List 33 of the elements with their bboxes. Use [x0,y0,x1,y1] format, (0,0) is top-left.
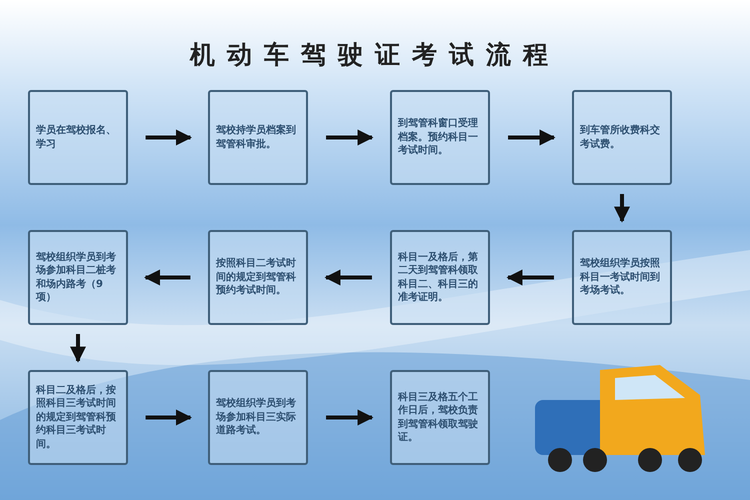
process-box [28,370,128,465]
process-box [208,370,308,465]
process-box [208,90,308,185]
arrow [146,130,192,146]
title: 机动车驾驶证考试流程 [188,39,561,71]
arrow [144,270,190,286]
arrow [326,410,374,426]
arrow [508,130,556,146]
step-text: 驾校组织学员到考场参加科目三实际道路考试。 [216,397,297,438]
step-text: 驾校组织学员到考场参加科目二桩考和场内路考（9项） [36,250,117,304]
arrow [506,270,554,286]
step-text: 学员在驾校报名、学习 [36,124,117,151]
step-text: 科目二及格后，按照科目三考试时间的规定到驾管科预约科目三考试时间。 [36,384,117,452]
process-box [390,230,490,325]
arrow [70,334,86,363]
step-text: 到驾管科窗口受理档案。预约科目一考试时间。 [398,117,479,158]
step-text: 到车管所收费科交考试费。 [580,124,661,151]
step-text: 按照科目二考试时间的规定到驾管科预约考试时间。 [216,257,297,298]
process-box [572,230,672,325]
process-box [28,230,128,325]
arrow [324,270,372,286]
step-text: 科目三及格五个工作日后，驾校负责到驾管科领取驾驶证。 [398,390,479,444]
process-box [208,230,308,325]
process-box [28,90,128,185]
process-box [390,90,490,185]
arrow [614,194,630,223]
arrow [146,410,192,426]
arrow [326,130,374,146]
process-box [572,90,672,185]
step-text: 科目一及格后，第二天到驾管科领取科目二、科目三的准考证明。 [398,250,479,304]
step-text: 驾校持学员档案到驾管科审批。 [216,124,297,151]
step-text: 驾校组织学员按照科目一考试时间到考场考试。 [580,257,661,298]
process-box [390,370,490,465]
